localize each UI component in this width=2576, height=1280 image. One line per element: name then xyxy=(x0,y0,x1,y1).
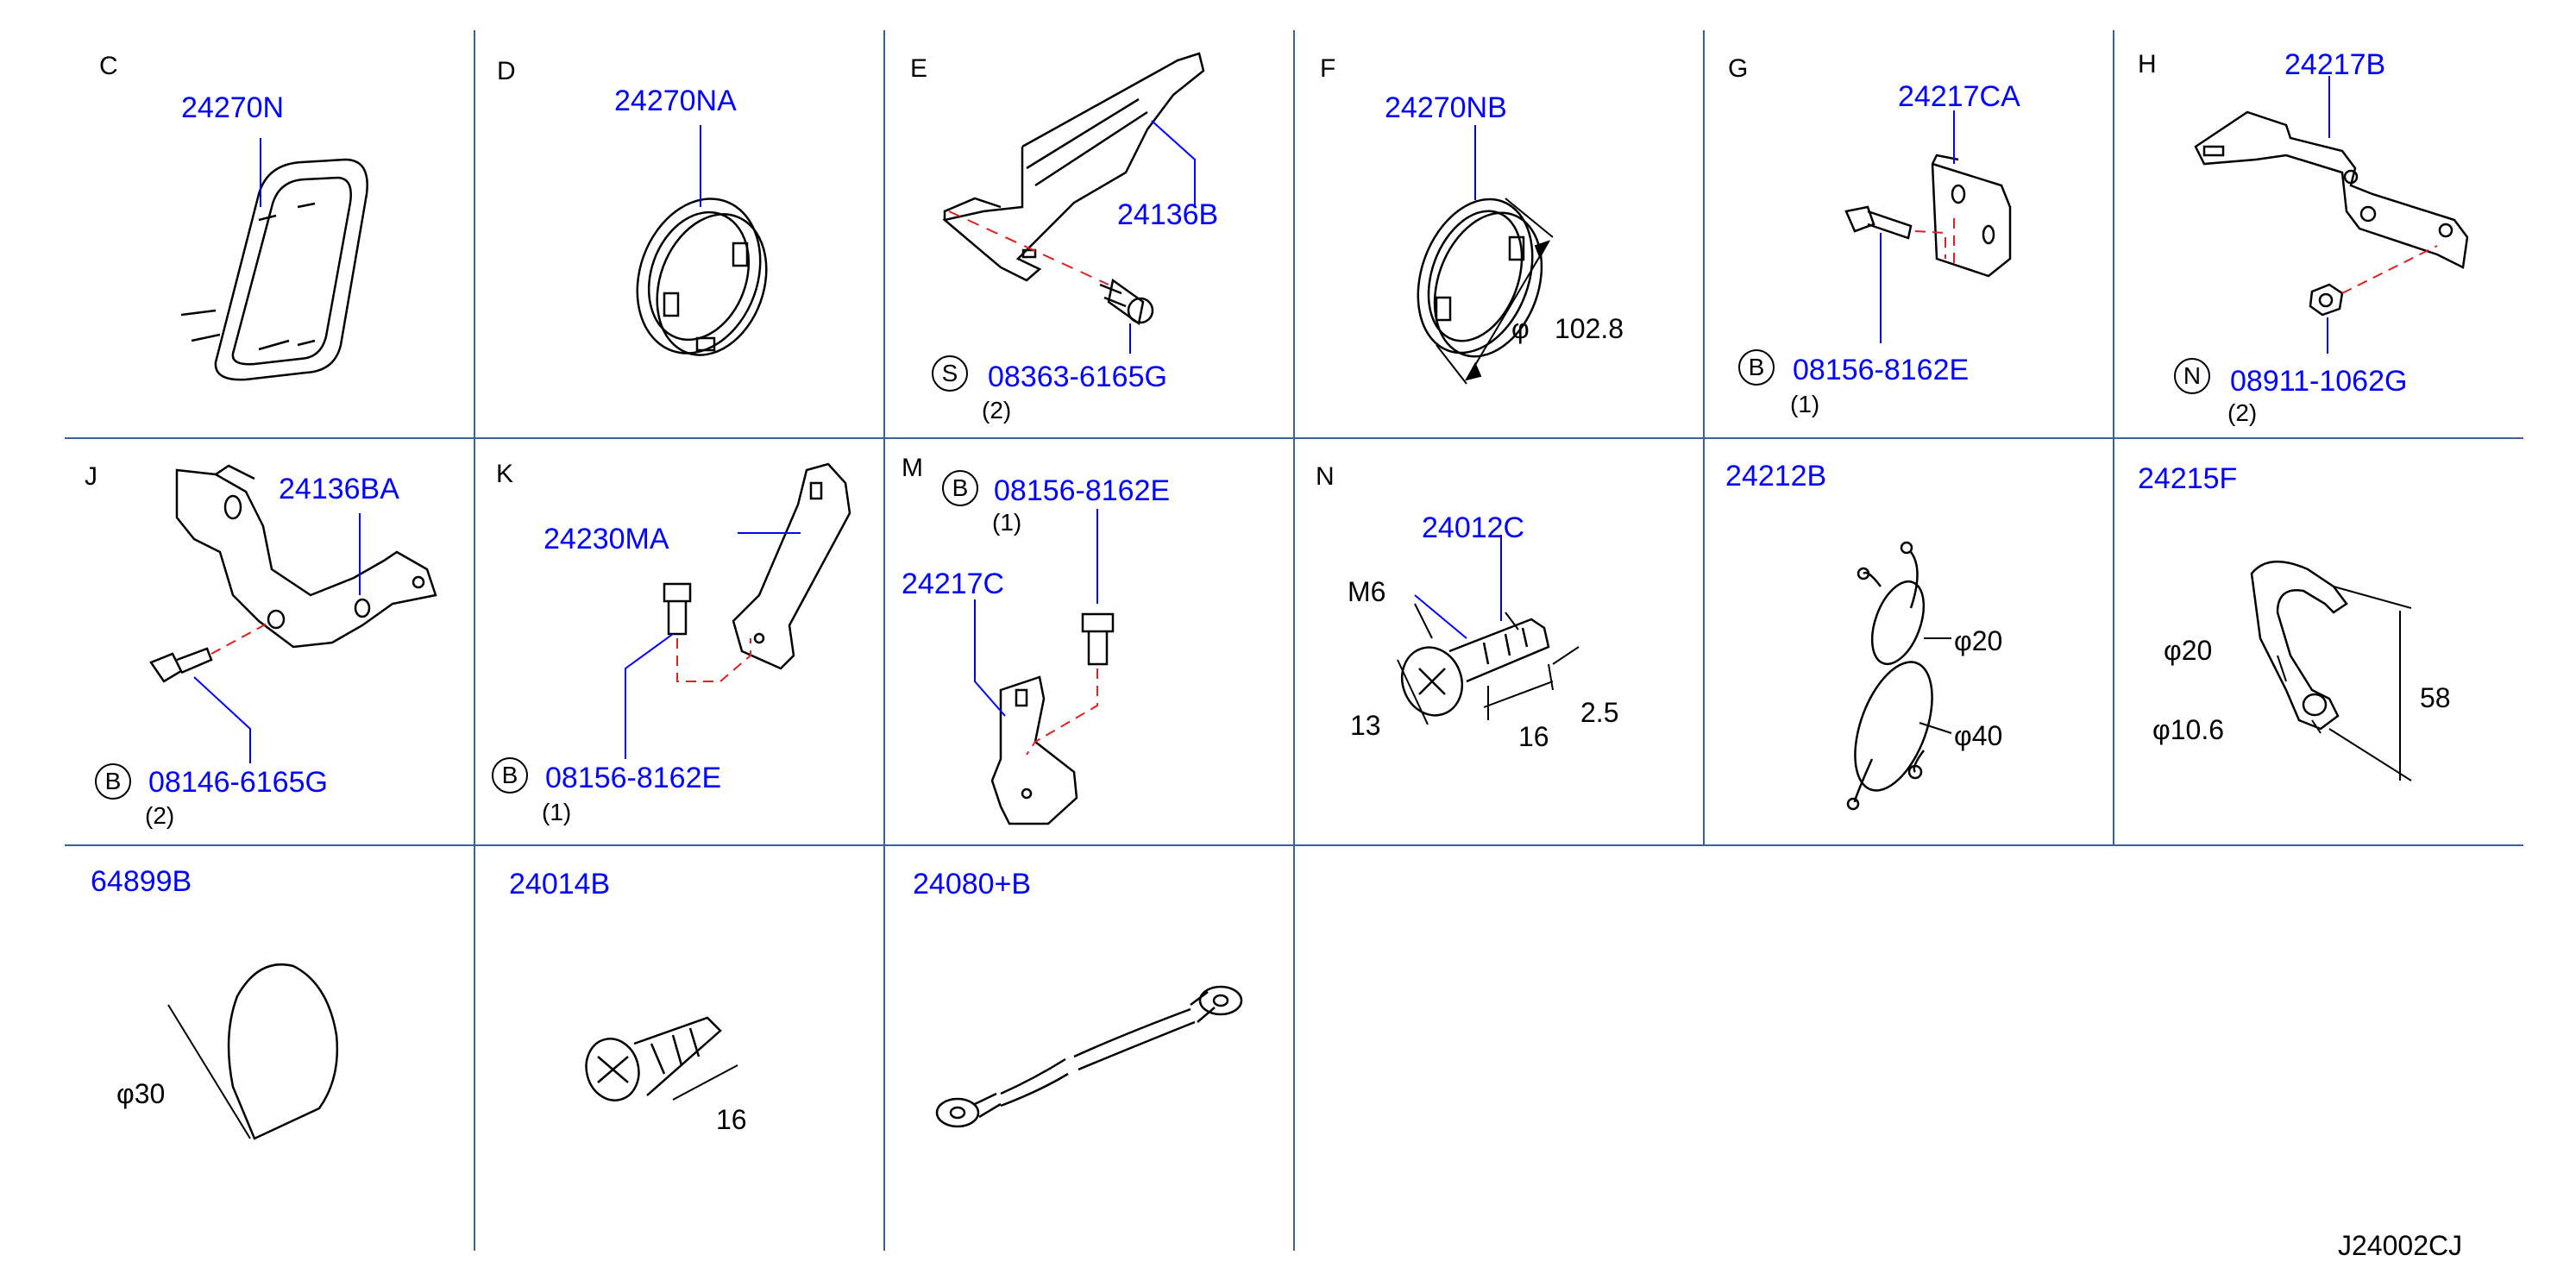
quantity-e: (2) xyxy=(982,397,1012,424)
dimension-thread: M6 xyxy=(1348,576,1386,607)
quantity-g: (1) xyxy=(1790,391,1820,417)
part-number-24270NA[interactable]: 24270NA xyxy=(614,85,737,117)
part-drawing-24136BA xyxy=(175,464,437,649)
part-drawing-24217CA xyxy=(1931,154,2012,278)
dimension-height: 58 xyxy=(2420,682,2451,713)
part-drawing-24212B xyxy=(1846,541,1933,811)
part-drawing-64899B xyxy=(227,963,339,1140)
cell-letter-e: E xyxy=(910,54,928,83)
dimension-length: 16 xyxy=(1518,721,1549,752)
dimension-R2 xyxy=(672,1064,738,1101)
part-number-08156-8162E[interactable]: 08156-8162E xyxy=(1793,354,1970,386)
dimension-hole: φ10.6 xyxy=(2152,714,2225,745)
part-number-24270NB[interactable]: 24270NB xyxy=(1385,91,1507,124)
part-number-24215F[interactable]: 24215F xyxy=(2138,462,2238,495)
quantity-j: (2) xyxy=(145,802,175,829)
part-drawing-24012C xyxy=(1400,618,1550,717)
cell-letter-f: F xyxy=(1320,54,1336,83)
fastener-symbol-n: N xyxy=(2174,358,2210,394)
part-number-24217C[interactable]: 24217C xyxy=(902,568,1005,600)
quantity-h: (2) xyxy=(2227,399,2258,426)
part-drawing-bolt-G xyxy=(1844,205,1913,240)
part-drawing-24217C xyxy=(990,675,1078,825)
fastener-symbol-b: B xyxy=(1738,349,1775,386)
part-drawing-24217B xyxy=(2194,110,2469,269)
part-number-08363-6165G[interactable]: 08363-6165G xyxy=(988,361,1167,393)
part-number-24080+B[interactable]: 24080+B xyxy=(913,868,1032,900)
part-number-24270N[interactable]: 24270N xyxy=(181,91,285,124)
quantity-m: (1) xyxy=(992,509,1022,536)
dimension-phi-symbol: φ xyxy=(1511,313,1530,344)
part-number-08911-1062G[interactable]: 08911-1062G xyxy=(2230,365,2408,398)
dimension-F xyxy=(1436,198,1554,385)
part-number-24014B[interactable]: 24014B xyxy=(509,868,611,900)
dimension-N xyxy=(1397,603,1580,725)
part-drawing-24136B xyxy=(942,52,1205,282)
diagram-code: J24002CJ xyxy=(2338,1230,2463,1261)
part-drawing-24270N xyxy=(180,158,368,381)
dimension-P2 xyxy=(2277,586,2412,781)
fastener-symbol-b-m: B xyxy=(942,470,978,506)
part-drawing-24014B xyxy=(585,1016,722,1101)
part-drawing-24270NA xyxy=(636,198,768,356)
part-drawing-bolt-J xyxy=(149,647,213,683)
fastener-symbol-b-k: B xyxy=(492,757,528,794)
part-drawing-24270NB xyxy=(1417,198,1543,358)
cell-letter-h: H xyxy=(2138,50,2157,78)
part-number-24136BA[interactable]: 24136BA xyxy=(279,473,399,505)
dimension-large-band: φ40 xyxy=(1954,720,2003,751)
part-drawing-nut-H xyxy=(2309,283,2344,317)
part-drawing-24230MA xyxy=(732,462,851,670)
dimension-tip: 2.5 xyxy=(1580,697,1619,728)
part-number-24230MA[interactable]: 24230MA xyxy=(543,523,669,555)
part-drawing-screw-E xyxy=(1099,278,1154,326)
part-number-64899B[interactable]: 64899B xyxy=(91,865,192,898)
quantity-k: (1) xyxy=(542,799,572,825)
cell-letter-n: N xyxy=(1316,462,1335,491)
dimension-small-band: φ20 xyxy=(1954,625,2003,656)
part-number-24136B[interactable]: 24136B xyxy=(1117,198,1219,231)
part-number-08146-6165G[interactable]: 08146-6165G xyxy=(148,766,328,799)
dimension-screw-length: 16 xyxy=(716,1104,747,1135)
cell-letter-d: D xyxy=(497,57,516,85)
dimension-diameter: 102.8 xyxy=(1555,313,1624,344)
dimension-cap: φ30 xyxy=(116,1078,166,1109)
part-drawing-bolt-M xyxy=(1081,612,1115,666)
cell-letter-k: K xyxy=(496,460,514,488)
cell-letter-m: M xyxy=(902,454,923,482)
part-drawing-24215F xyxy=(2250,560,2348,731)
part-number-08156-8162E-m[interactable]: 08156-8162E xyxy=(994,474,1171,507)
part-number-24217B[interactable]: 24217B xyxy=(2284,48,2386,81)
fastener-symbol-s: S xyxy=(932,355,968,392)
grid-lines xyxy=(65,30,2523,1251)
part-number-24212B[interactable]: 24212B xyxy=(1725,460,1827,493)
part-number-24217CA[interactable]: 24217CA xyxy=(1898,80,2020,113)
part-drawing-24080+B xyxy=(935,985,1243,1128)
dimension-clip-width: φ20 xyxy=(2164,635,2213,666)
cell-letter-g: G xyxy=(1728,54,1749,83)
cell-letter-j: J xyxy=(85,462,97,491)
dimension-head: 13 xyxy=(1350,710,1381,741)
part-number-08156-8162E-k[interactable]: 08156-8162E xyxy=(545,762,722,794)
dimension-R1 xyxy=(167,1004,251,1139)
fastener-symbol-b-j: B xyxy=(95,763,131,800)
cell-letter-c: C xyxy=(99,52,118,80)
part-drawing-bolt-K xyxy=(663,582,692,636)
part-number-24012C[interactable]: 24012C xyxy=(1422,511,1525,544)
